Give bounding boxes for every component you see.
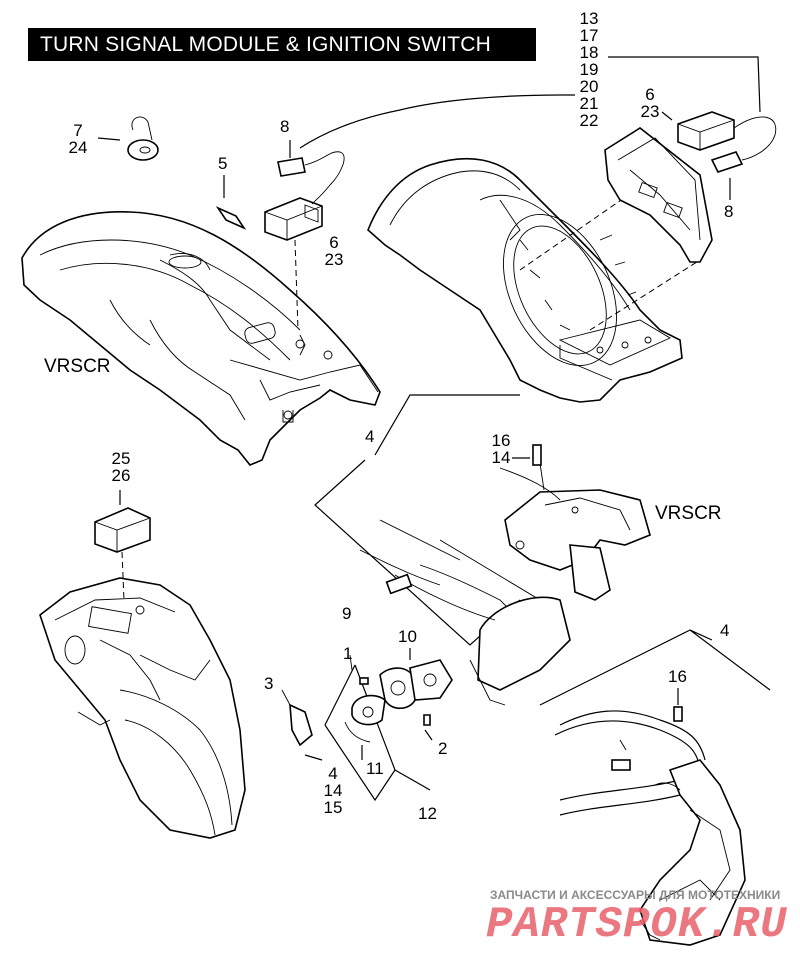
callout-25-26: 25 26: [108, 450, 134, 484]
turn-signal-module-left: [264, 94, 575, 331]
watermark-logo: PARTSPOK.RU: [486, 900, 788, 950]
fender-bracket-top-right: [367, 157, 701, 403]
callout-number: 14: [323, 781, 343, 800]
callout-number: 15: [323, 798, 343, 817]
ignition-switch-assembly: [281, 648, 453, 802]
watermark-tagline: ЗАПЧАСТИ И АКСЕССУАРЫ ДЛЯ МОТОТЕХНИКИ: [490, 888, 781, 902]
callout-number: 25: [111, 449, 131, 468]
model-label-top: VRSCR: [44, 356, 111, 377]
callout-2: 2: [438, 739, 448, 758]
callout-number: 23: [324, 250, 344, 269]
callout-number: 4: [328, 764, 338, 783]
callout-number: 19: [579, 60, 599, 79]
callout-number: 7: [73, 121, 83, 140]
callout-16-14: 16 14: [488, 432, 514, 466]
turn-signal-module-right: [604, 56, 777, 263]
callout-10: 10: [398, 627, 417, 646]
callout-number: 21: [579, 94, 599, 113]
callout-number: 17: [579, 26, 599, 45]
callout-4-14-15: 4 14 15: [320, 765, 346, 816]
callout-8-right: 8: [724, 202, 734, 221]
callout-number: 20: [579, 77, 599, 96]
callout-number: 23: [640, 102, 660, 121]
handlebar-fork-bottom-right: [539, 629, 771, 946]
callout-9: 9: [342, 604, 352, 623]
tape-part-5: [215, 175, 247, 230]
callout-number: 24: [68, 138, 88, 157]
callout-6-23-right: 6 23: [638, 86, 662, 120]
callout-4-right: 4: [720, 621, 730, 640]
rear-fender-top-left: [21, 211, 381, 466]
callout-number: 22: [579, 111, 599, 130]
callout-number: 6: [645, 85, 655, 104]
diagram-title: TURN SIGNAL MODULE & IGNITION SWITCH: [28, 28, 536, 61]
callout-6-23-left: 6 23: [322, 234, 346, 268]
callout-8-top: 8: [280, 117, 290, 136]
callout-7-24: 7 24: [66, 122, 90, 156]
callout-number: 13: [579, 9, 599, 28]
front-fender-bottom-left: [39, 490, 246, 839]
callout-number: 26: [111, 466, 131, 485]
callout-3: 3: [264, 674, 274, 693]
callout-1: 1: [343, 644, 353, 663]
callout-4-middle: 4: [365, 427, 375, 446]
callout-11: 11: [366, 759, 384, 778]
callout-stack-13-22: 13 17 18 19 20 21 22: [574, 10, 604, 129]
washer-7-24: [97, 116, 159, 161]
callout-number: 16: [491, 431, 511, 450]
frame-neck-middle: [314, 394, 651, 706]
model-label-middle: VRSCR: [655, 503, 722, 524]
callout-number: 18: [579, 43, 599, 62]
callout-5: 5: [218, 154, 228, 173]
callout-number: 6: [329, 233, 339, 252]
callout-16-right: 16: [668, 667, 687, 686]
callout-number: 14: [491, 448, 511, 467]
callout-12: 12: [418, 804, 437, 823]
